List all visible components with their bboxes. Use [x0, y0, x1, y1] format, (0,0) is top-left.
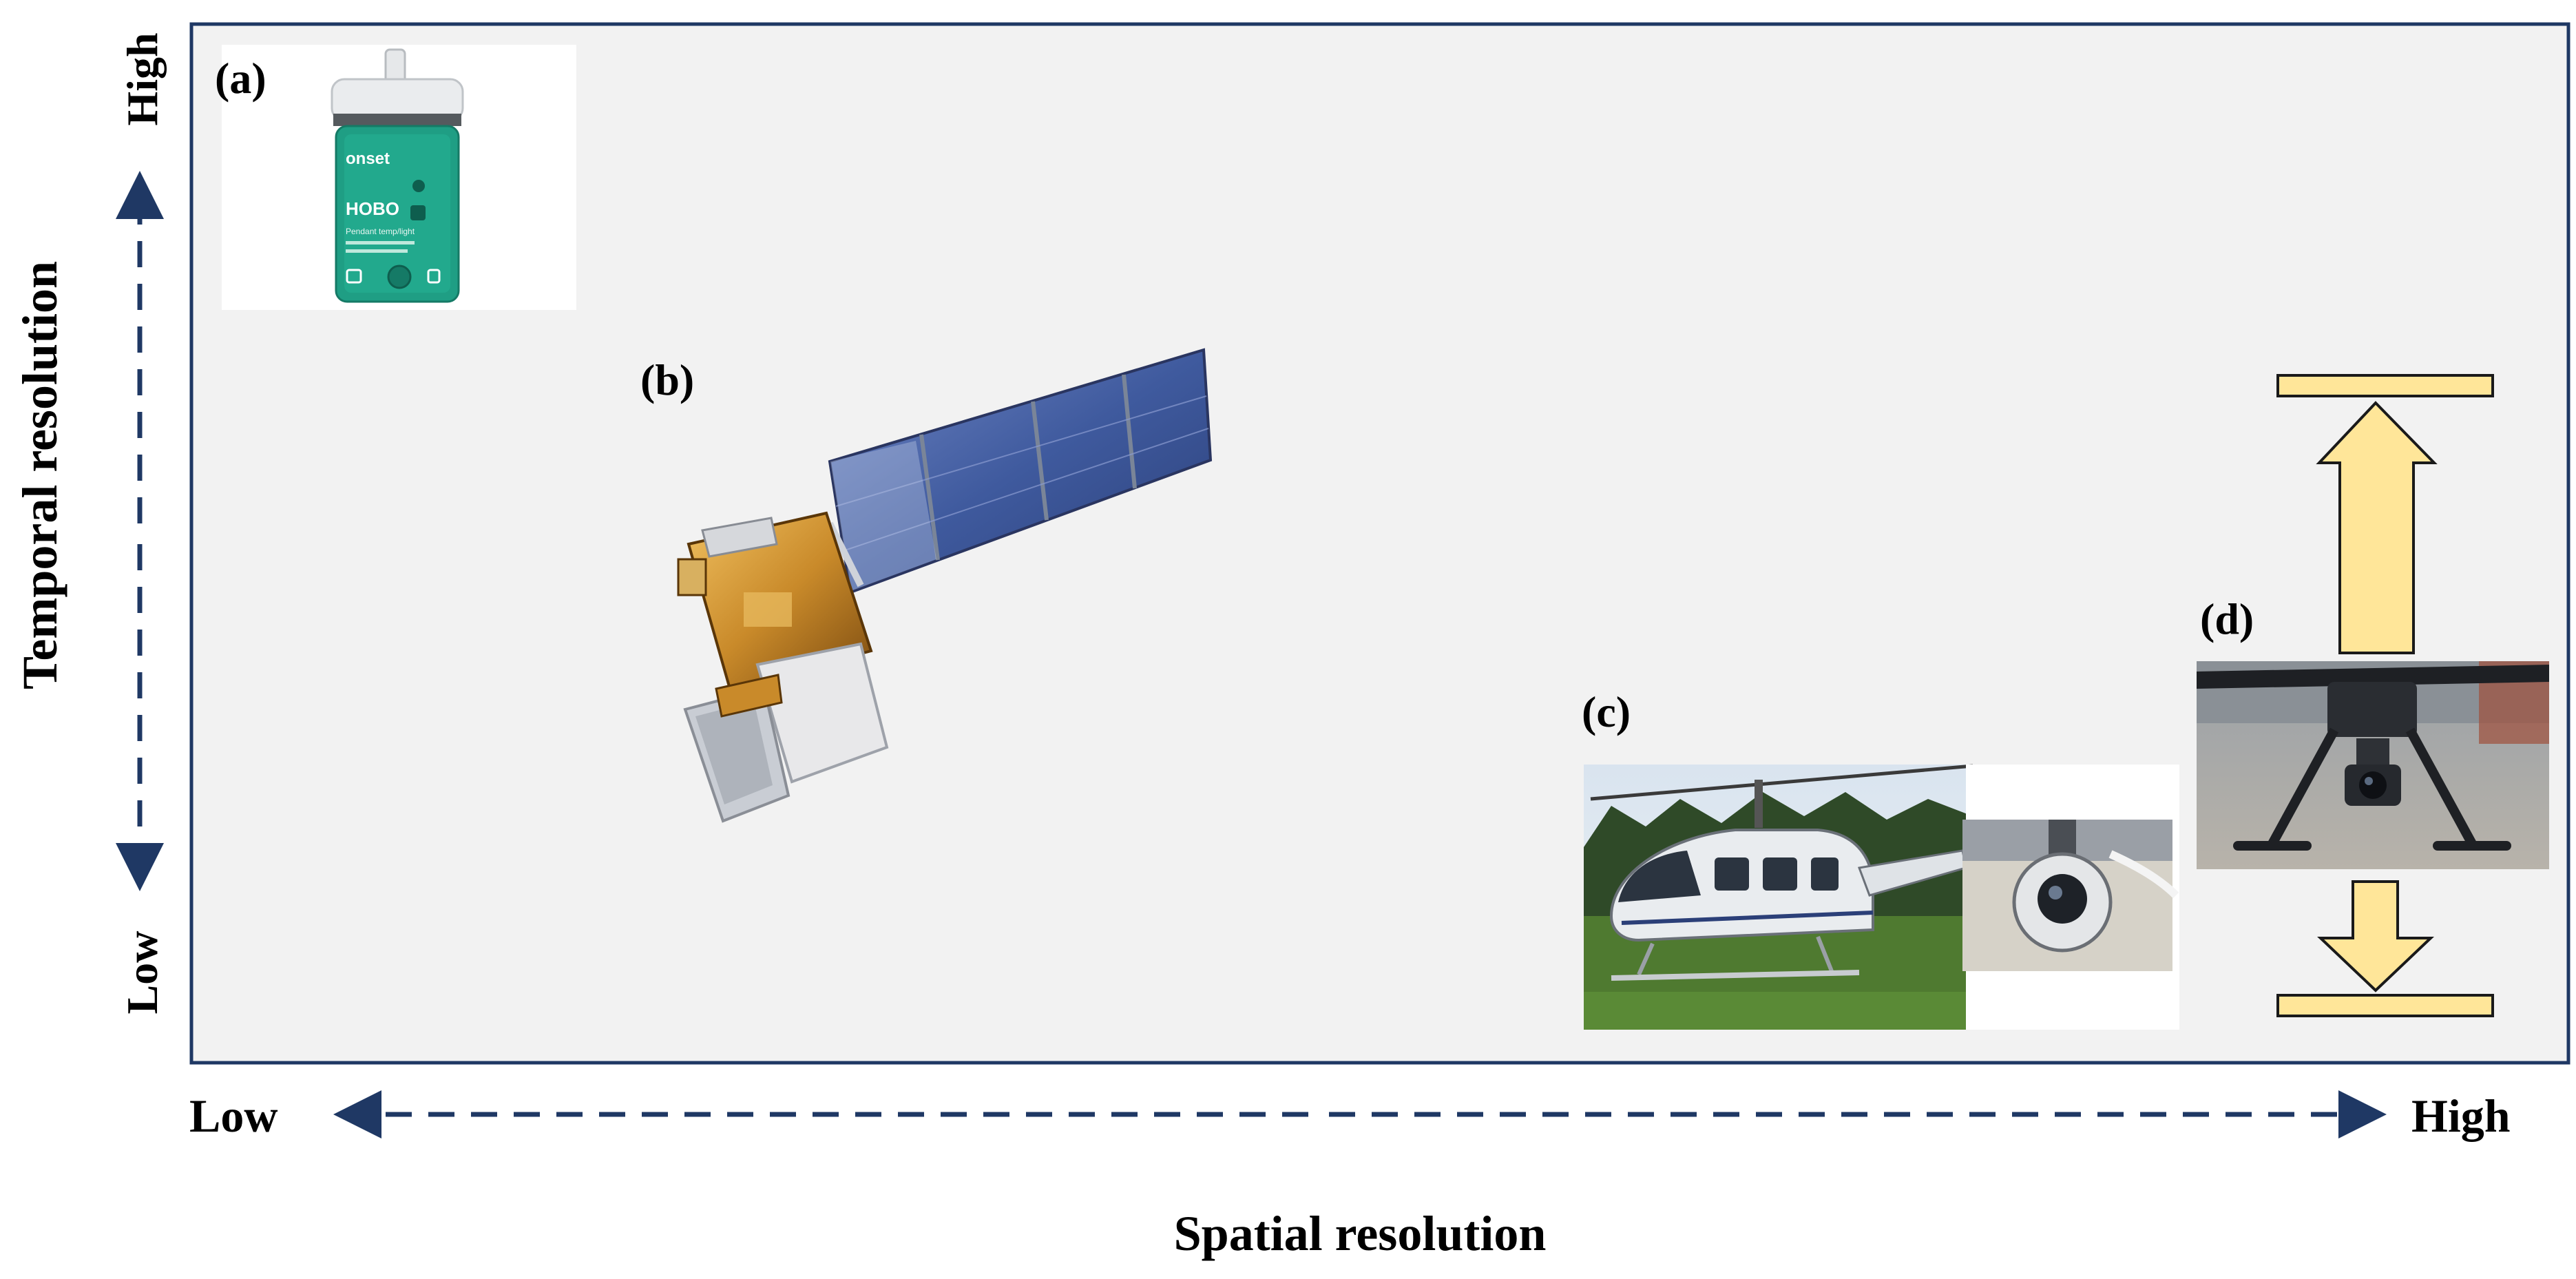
- panel-c-device: (c): [1582, 687, 2179, 1030]
- y-axis-high-label: High: [118, 32, 167, 125]
- panel-c-label: (c): [1582, 687, 1631, 736]
- panel-b-label: (b): [640, 355, 694, 404]
- ascend-arrow-icon: [2316, 401, 2438, 654]
- panel-a-device: (a) onset HOBO Pendant temp/light: [215, 45, 576, 310]
- y-axis-low-label: Low: [118, 931, 167, 1015]
- hobo-logger-icon: onset HOBO Pendant temp/light: [331, 48, 464, 303]
- hobo-model-text: HOBO: [346, 198, 399, 219]
- gimbal-camera-icon: [2012, 820, 2179, 953]
- sensor-housing: [755, 642, 889, 784]
- max-altitude-bar: [2276, 374, 2494, 397]
- drone-icon: [2197, 665, 2549, 851]
- helicopter-photo: [1584, 764, 2179, 1030]
- panel-d-label: (d): [2200, 594, 2254, 643]
- panel-b-device: (b): [640, 348, 1213, 823]
- altitude-range-indicator: [2276, 374, 2494, 1017]
- panel-d-device: (d): [2197, 374, 2549, 1017]
- hobo-caption-text: Pendant temp/light: [346, 227, 415, 236]
- satellite-icon: [677, 348, 1213, 823]
- x-axis-title: Spatial resolution: [1174, 1206, 1547, 1261]
- helicopter-icon: [1590, 764, 1973, 981]
- descend-arrow-icon: [2316, 880, 2435, 992]
- x-axis-high-label: High: [2411, 1090, 2511, 1142]
- x-axis-low-label: Low: [189, 1090, 278, 1142]
- min-altitude-bar: [2276, 994, 2494, 1017]
- y-axis-title: Temporal resolution: [12, 261, 67, 689]
- hobo-brand-text: onset: [346, 149, 390, 168]
- drone-photo: [2197, 661, 2549, 869]
- panel-a-label: (a): [215, 54, 266, 103]
